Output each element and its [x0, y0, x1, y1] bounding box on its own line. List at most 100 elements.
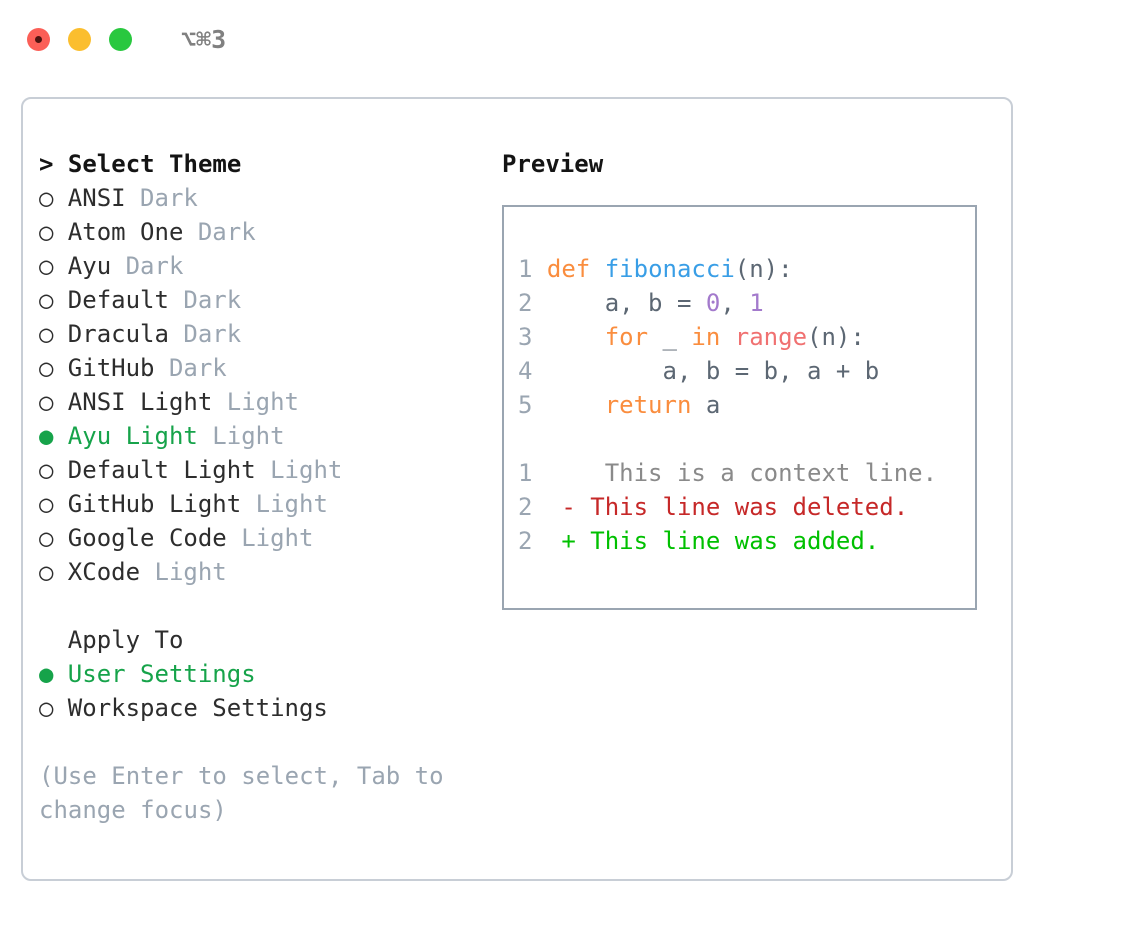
theme-option-label: Google Code [67, 524, 227, 552]
code-token: for [604, 323, 649, 351]
preview-column: Preview 1 def fibonacci(n):2 a, b = 0, 1… [502, 147, 1002, 610]
apply-to-option-label: Workspace Settings [67, 694, 328, 722]
theme-option[interactable]: ○ Google Code Light [39, 521, 499, 555]
theme-list[interactable]: ○ANSI Dark○Atom One Dark○Ayu Dark○Defaul… [39, 181, 499, 589]
theme-option-tag: Dark [183, 286, 242, 314]
diff-line: 1 This is a context line. [518, 456, 975, 490]
radio-selected-icon: ● [39, 660, 54, 688]
code-token: return [604, 391, 692, 419]
theme-option-tag: Light [241, 524, 314, 552]
theme-option[interactable]: ○Ayu Dark [39, 249, 499, 283]
code-line: 5 return a [518, 388, 975, 422]
code-token: 1 [749, 289, 764, 317]
theme-option-tag: Light [270, 456, 343, 484]
code-token: a, b = [546, 289, 706, 317]
code-token: _ [648, 323, 692, 351]
code-token: (n): [734, 255, 793, 283]
radio-unselected-icon: ○ [39, 252, 54, 280]
preview-header: Preview [502, 150, 604, 178]
theme-option-label: Atom One [67, 218, 184, 246]
code-line: 3 for _ in range(n): [518, 320, 975, 354]
apply-to-title: Apply To [67, 626, 184, 654]
code-token [720, 323, 734, 351]
theme-option[interactable]: ● Ayu Light Light [39, 419, 499, 453]
theme-option-tag: Light [226, 388, 299, 416]
title-bar: ⌥⌘3 [0, 0, 1140, 78]
theme-option[interactable]: ○ Default Light Light [39, 453, 499, 487]
diff-text: This is a context line. [575, 459, 938, 487]
theme-option-label: Default Light [67, 456, 256, 484]
diff-line: 2 - This line was deleted. [518, 490, 975, 524]
radio-unselected-icon: ○ [39, 524, 54, 552]
radio-unselected-icon: ○ [39, 218, 54, 246]
theme-option-label: GitHub [67, 354, 155, 382]
theme-option-tag: Light [255, 490, 328, 518]
apply-to-option-label: User Settings [67, 660, 256, 688]
code-token: range [734, 323, 808, 351]
theme-option-label: GitHub Light [67, 490, 242, 518]
radio-unselected-icon: ○ [39, 354, 54, 382]
diff-text: This line was added. [575, 527, 880, 555]
close-button-icon[interactable] [27, 27, 50, 51]
code-token: in [691, 323, 721, 351]
minimize-button-icon[interactable] [68, 27, 91, 51]
panel-columns: > Select Theme ○ANSI Dark○Atom One Dark○… [23, 99, 1011, 879]
diff-sign: + [561, 527, 576, 555]
apply-to-option[interactable]: ○ Workspace Settings [39, 691, 499, 725]
radio-unselected-icon: ○ [39, 388, 54, 416]
diff-line-number: 2 [518, 527, 533, 555]
apply-to-list[interactable]: ● User Settings ○ Workspace Settings [39, 657, 499, 725]
code-diff-gap [518, 422, 975, 456]
theme-option-label: XCode [67, 558, 141, 586]
line-number: 2 [518, 289, 533, 317]
radio-unselected-icon: ○ [39, 694, 54, 722]
window-title: ⌥⌘3 [181, 24, 227, 54]
theme-option-label: Dracula [67, 320, 169, 348]
theme-option-label: ANSI Light [67, 388, 213, 416]
theme-option[interactable]: ○ANSI Dark [39, 181, 499, 215]
theme-option-tag: Dark [183, 320, 242, 348]
theme-option-label: Default [67, 286, 169, 314]
code-token: a [691, 391, 721, 419]
theme-option-tag: Dark [125, 252, 184, 280]
theme-option[interactable]: ○Dracula Dark [39, 317, 499, 351]
theme-option-tag: Dark [197, 218, 256, 246]
code-token [547, 323, 605, 351]
theme-option-tag: Dark [168, 354, 227, 382]
code-line: 4 a, b = b, a + b [518, 354, 975, 388]
theme-option[interactable]: ○ ANSI Light Light [39, 385, 499, 419]
theme-option[interactable]: ○Default Dark [39, 283, 499, 317]
theme-option-tag: Light [212, 422, 285, 450]
diff-line-number: 2 [518, 493, 533, 521]
radio-unselected-icon: ○ [39, 456, 54, 484]
theme-option[interactable]: ○ Atom One Dark [39, 215, 499, 249]
theme-option[interactable]: ○ GitHub Dark [39, 351, 499, 385]
radio-unselected-icon: ○ [39, 558, 54, 586]
select-theme-header: > Select Theme [39, 150, 242, 178]
code-token: , [720, 289, 750, 317]
window-controls [27, 27, 132, 51]
line-number: 3 [518, 323, 533, 351]
keyboard-hint-text: (Use Enter to select, Tab to change focu… [39, 762, 444, 824]
code-line: 1 def fibonacci(n): [518, 252, 975, 286]
theme-option-label: Ayu Light [67, 422, 198, 450]
theme-option-tag: Light [154, 558, 227, 586]
maximize-button-icon[interactable] [109, 27, 132, 51]
diff-line-number: 1 [518, 459, 533, 487]
radio-selected-icon: ● [39, 422, 54, 450]
apply-to-option[interactable]: ● User Settings [39, 657, 499, 691]
code-line: 2 a, b = 0, 1 [518, 286, 975, 320]
code-token: def [546, 255, 591, 283]
theme-option[interactable]: ○GitHub Light Light [39, 487, 499, 521]
diff-sign [561, 459, 575, 487]
theme-option[interactable]: ○ XCode Light [39, 555, 499, 589]
code-token [590, 255, 604, 283]
main-panel: > Select Theme ○ANSI Dark○Atom One Dark○… [21, 97, 1013, 881]
line-number: 5 [518, 391, 533, 419]
theme-option-label: ANSI [67, 184, 126, 212]
diff-text: This line was deleted. [575, 493, 909, 521]
code-token: 0 [705, 289, 721, 317]
